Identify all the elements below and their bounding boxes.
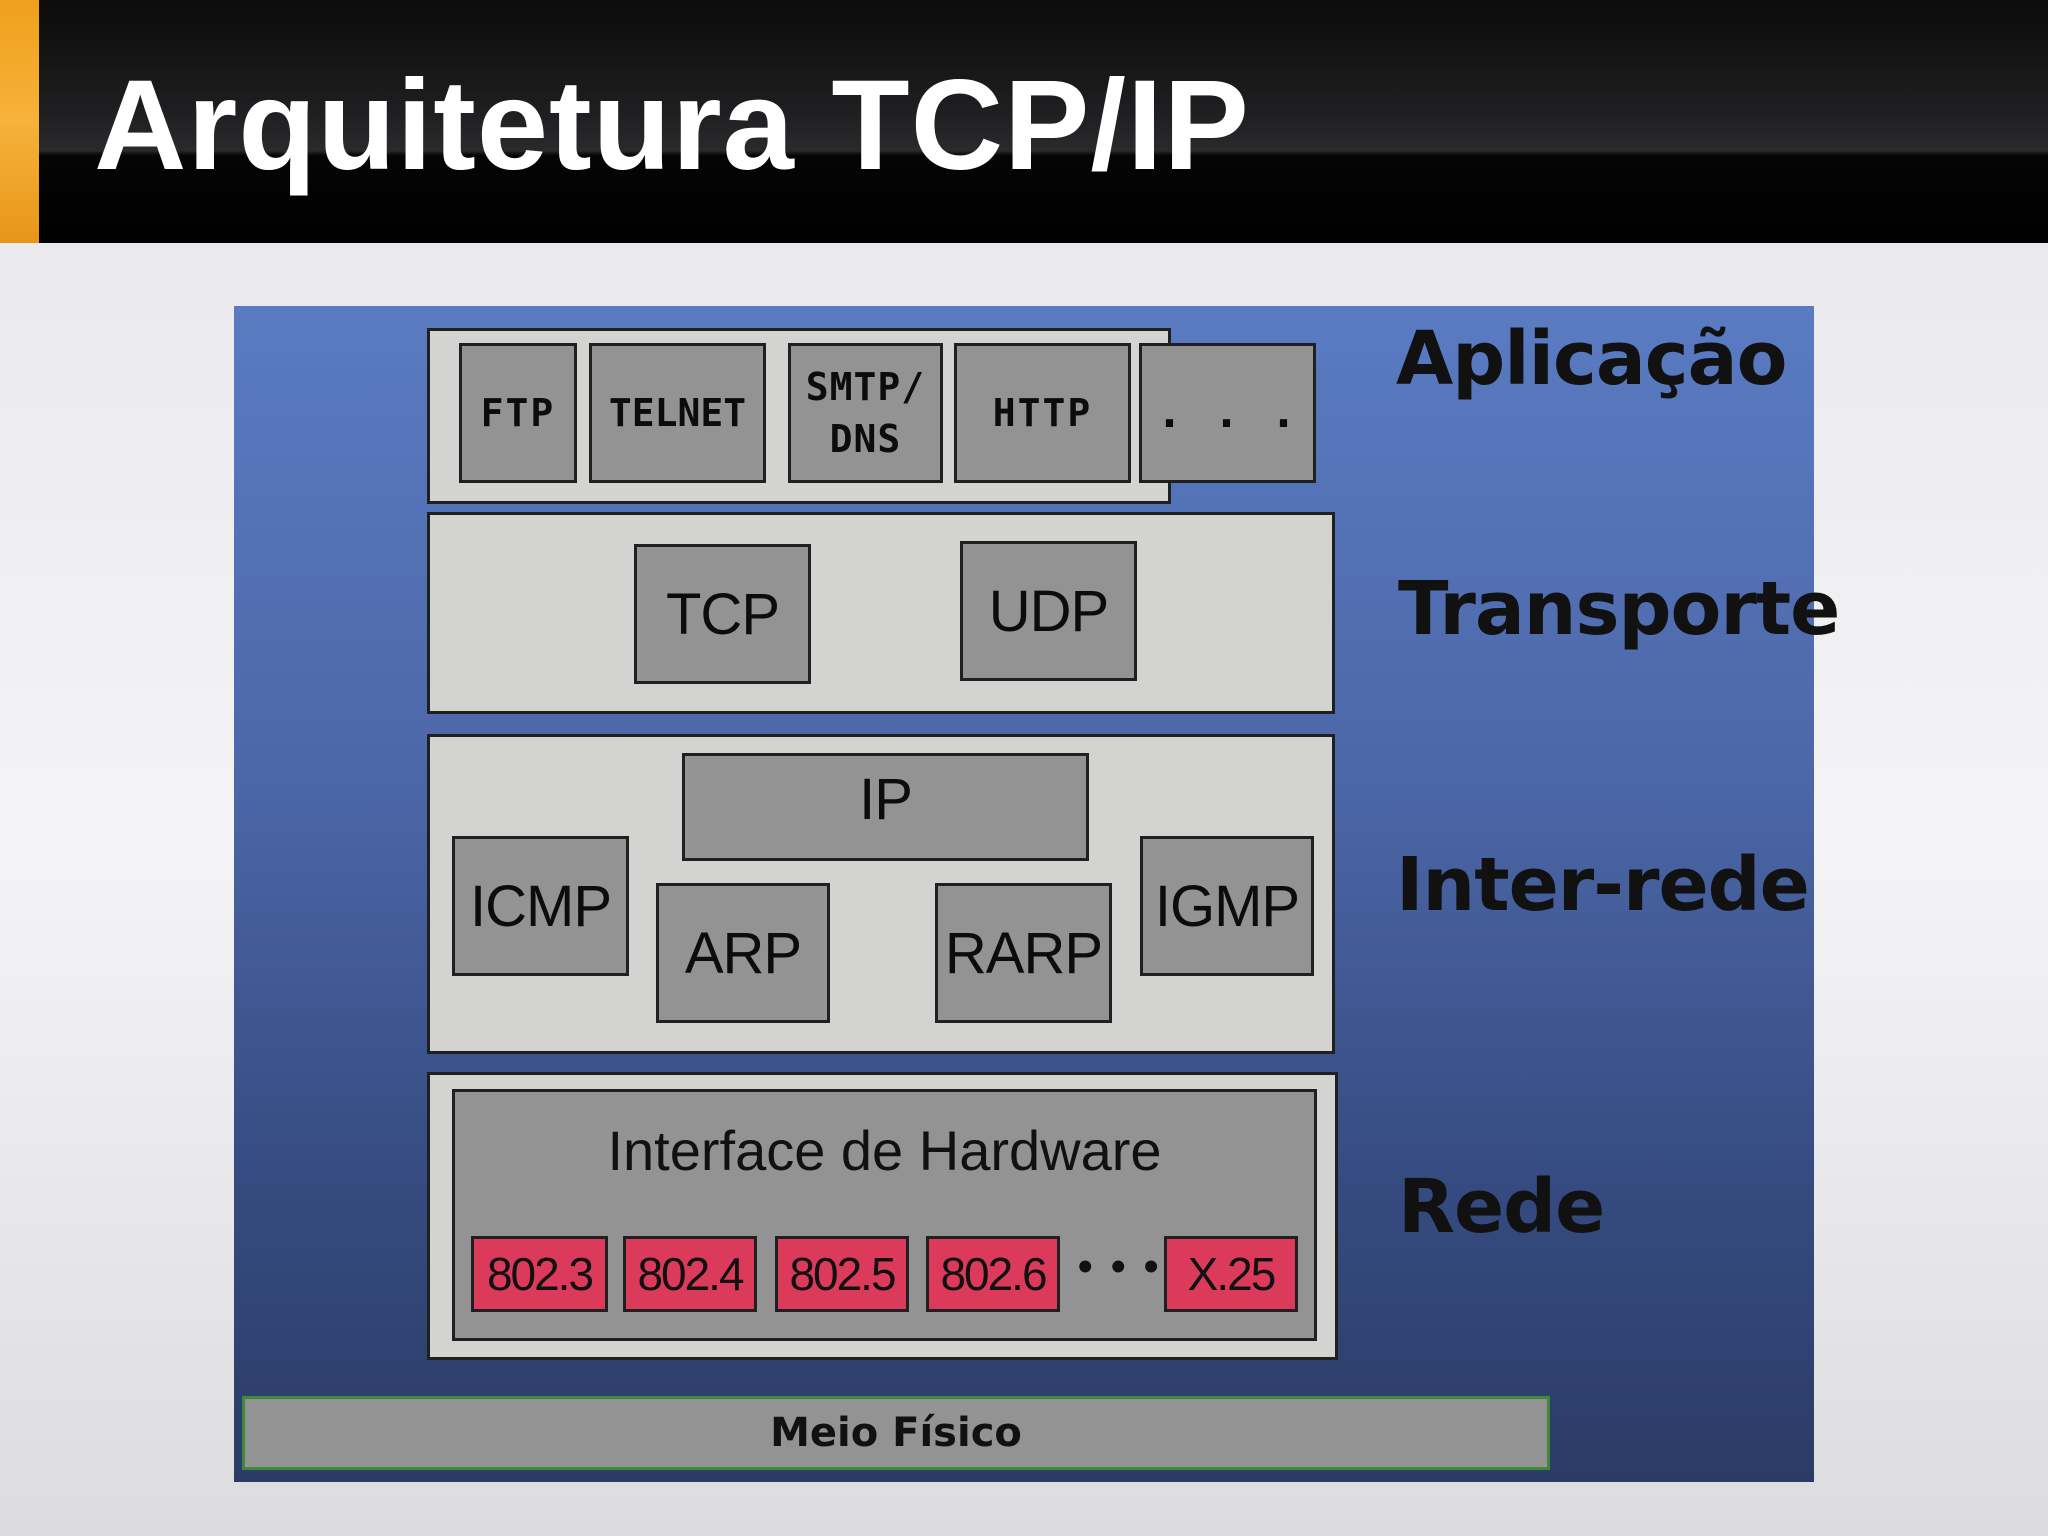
layer-label-transporte: Transporte — [1398, 566, 1840, 652]
protocol-ip: IP — [682, 753, 1089, 861]
protocol-more: . . . — [1139, 343, 1316, 483]
protocol-igmp: IGMP — [1140, 836, 1314, 976]
slide-header: Arquitetura TCP/IP — [0, 0, 2048, 243]
layer-label-interrede: Inter-rede — [1396, 842, 1810, 928]
application-layer: FTP TELNET SMTP/ DNS HTTP . . . — [427, 328, 1316, 504]
protocol-tcp: TCP — [634, 544, 811, 684]
standard-802-3: 802.3 — [471, 1236, 608, 1312]
standard-802-6: 802.6 — [926, 1236, 1060, 1312]
slide-title: Arquitetura TCP/IP — [94, 54, 1250, 197]
protocol-icmp: ICMP — [452, 836, 629, 976]
standard-802-4: 802.4 — [623, 1236, 757, 1312]
protocol-http: HTTP — [954, 343, 1131, 483]
header-accent-bar — [0, 0, 39, 243]
protocol-arp: ARP — [656, 883, 830, 1023]
protocol-telnet: TELNET — [589, 343, 766, 483]
layer-label-rede: Rede — [1398, 1164, 1605, 1250]
standard-802-5: 802.5 — [775, 1236, 909, 1312]
protocol-smtp-dns: SMTP/ DNS — [788, 343, 943, 483]
standard-x25: X.25 — [1164, 1236, 1298, 1312]
protocol-udp: UDP — [960, 541, 1137, 681]
layer-label-aplicacao: Aplicação — [1396, 316, 1787, 402]
standards-ellipsis: • • • — [1075, 1248, 1161, 1288]
network-layer: Interface de Hardware 802.3 802.4 802.5 … — [427, 1072, 1338, 1360]
hardware-interface-title: Interface de Hardware — [607, 1119, 1162, 1182]
protocol-rarp: RARP — [935, 883, 1112, 1023]
physical-medium-bar: Meio Físico — [242, 1396, 1550, 1470]
tcpip-layer-diagram: FTP TELNET SMTP/ DNS HTTP . . . Aplicaçã… — [234, 306, 1840, 1482]
transport-layer: TCP UDP — [427, 512, 1335, 714]
protocol-ftp: FTP — [459, 343, 577, 483]
hardware-interface-box: Interface de Hardware 802.3 802.4 802.5 … — [452, 1089, 1317, 1341]
internet-layer: IP ICMP ARP RARP IGMP — [427, 734, 1335, 1054]
